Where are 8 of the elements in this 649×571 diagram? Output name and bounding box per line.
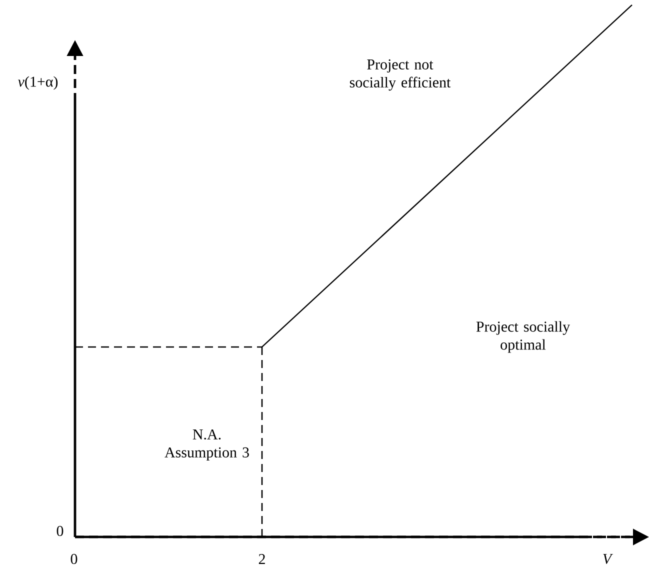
axis-label: ν(1+α) (18, 76, 58, 90)
region-label: Project not socially efficient (350, 59, 451, 91)
axis-label: V (603, 554, 614, 564)
region-label: Project socially optimal (476, 321, 570, 353)
tick-label: 0 (70, 554, 78, 564)
tick-label: 0 (56, 526, 64, 536)
tick-label: 2 (258, 554, 265, 564)
region-label: N.A. Assumption 3 (164, 429, 249, 461)
